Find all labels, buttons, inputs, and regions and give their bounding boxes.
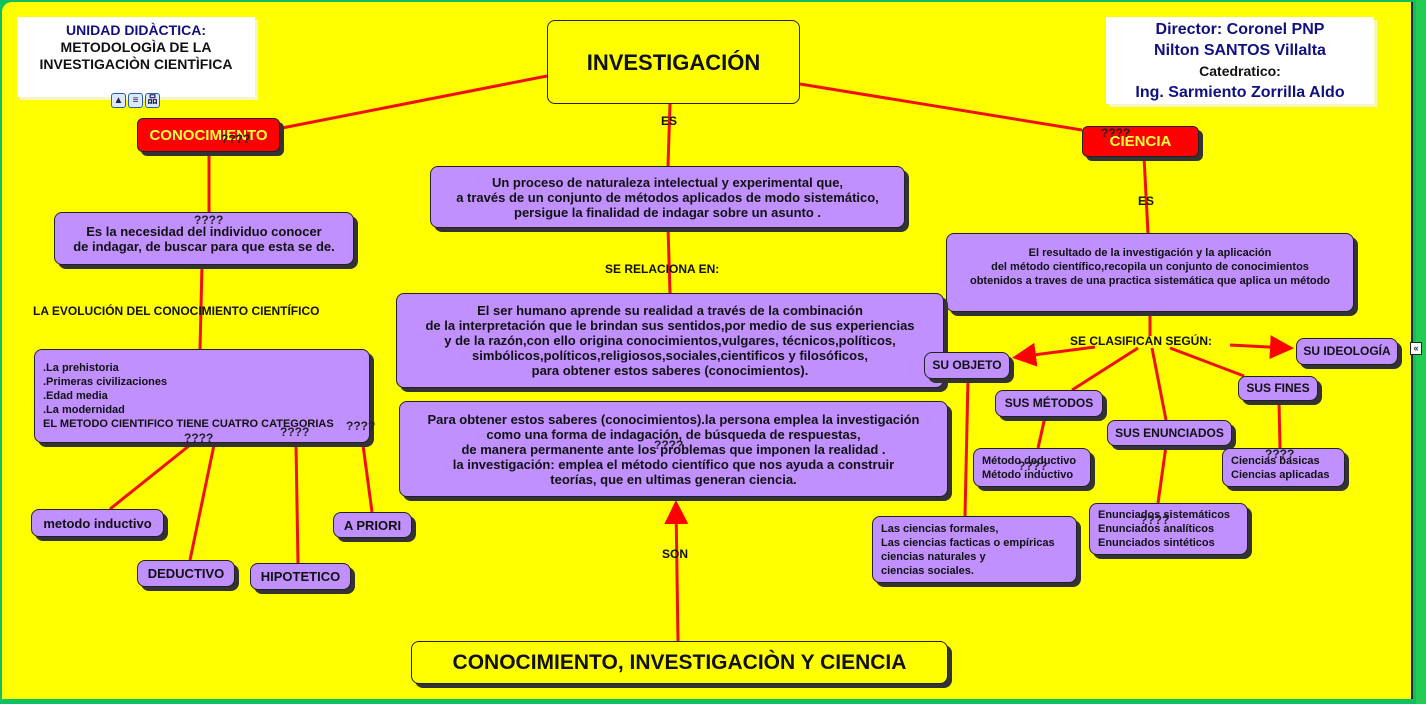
node-ser-humano[interactable]: El ser humano aprende su realidad a trav… xyxy=(396,293,944,388)
node-para-obtener[interactable]: Para obtener estos saberes (conocimiento… xyxy=(399,401,948,497)
unknown-link-marker: ???? xyxy=(654,438,684,452)
link-label-es: ES xyxy=(1138,194,1155,208)
node-metodo-inductivo[interactable]: metodo inductivo xyxy=(31,509,164,537)
node-a-priori[interactable]: A PRIORI xyxy=(333,512,412,538)
node-resultado[interactable]: El resultado de la investigación y la ap… xyxy=(946,233,1354,312)
unknown-link-marker: ???? xyxy=(1101,126,1131,140)
unknown-link-marker: ???? xyxy=(221,132,251,146)
professor-name: Ing. Sarmiento Zorrilla Aldo xyxy=(1135,83,1345,101)
link-label-evolucion: LA EVOLUCIÓN DEL CONOCIMIENTO CIENTÍFICO xyxy=(33,304,320,318)
link xyxy=(1169,346,1245,378)
unknown-link-marker: ???? xyxy=(194,213,224,227)
link xyxy=(281,74,548,130)
link xyxy=(963,378,970,517)
director-name: Nilton SANTOS Villalta xyxy=(1154,41,1326,59)
director-box: Director: Coronel PNP Nilton SANTOS Vill… xyxy=(1106,17,1374,104)
professor-label: Catedratico: xyxy=(1199,62,1281,79)
node-sus-enunciados[interactable]: SUS ENUNCIADOS xyxy=(1107,420,1232,446)
cmap-icon[interactable]: 品 xyxy=(145,93,160,108)
link xyxy=(198,264,204,350)
link xyxy=(666,103,672,167)
link xyxy=(799,82,1083,132)
director-label: Director: Coronel PNP xyxy=(1155,20,1325,38)
link-label-relaciona: SE RELACIONA EN: xyxy=(605,262,720,276)
node-hipotetico[interactable]: HIPOTETICO xyxy=(250,563,351,590)
link xyxy=(361,444,374,513)
node-su-objeto[interactable]: SU OBJETO xyxy=(924,352,1010,379)
node-evolucion[interactable]: .La prehistoria .Primeras civilizaciones… xyxy=(34,349,370,443)
node-metodos-list[interactable]: Método deductivo Método inductivo xyxy=(973,448,1091,487)
document-icon[interactable]: ≡ xyxy=(128,93,143,108)
unknown-link-marker: ???? xyxy=(1018,459,1048,473)
unknown-link-marker: ???? xyxy=(184,431,214,445)
node-fines-list[interactable]: Ciencias basicas Ciencias aplicadas xyxy=(1222,448,1345,487)
link xyxy=(1036,416,1047,449)
link xyxy=(1071,346,1139,392)
unknown-link-marker: ???? xyxy=(1140,513,1170,527)
node-conocimiento[interactable]: CONOCIMIENTO xyxy=(137,118,280,152)
course-line: INVESTIGACIÒN CIENTÌFICA xyxy=(39,56,233,72)
link xyxy=(294,444,300,564)
link xyxy=(1142,156,1150,234)
unknown-link-marker: ???? xyxy=(346,419,376,433)
unit-title-box: UNIDAD DIDÀCTICA: METODOLOGÌA DE LA INVE… xyxy=(17,17,255,97)
node-enunciados-list[interactable]: Enunciados sistemáticos Enunciados analí… xyxy=(1089,503,1248,555)
node-ciencias-list[interactable]: Las ciencias formales, Las ciencias fact… xyxy=(872,516,1077,583)
node-deductivo[interactable]: DEDUCTIVO xyxy=(137,560,235,587)
node-investigacion[interactable]: INVESTIGACIÓN xyxy=(547,20,800,104)
unknown-link-marker: ???? xyxy=(1265,447,1295,461)
node-sus-metodos[interactable]: SUS MÉTODOS xyxy=(995,390,1103,417)
image-icon[interactable]: ▲ xyxy=(111,93,126,108)
link xyxy=(664,500,689,642)
node-necesidad[interactable]: Es la necesidad del individuo conocer de… xyxy=(54,212,354,265)
collapse-icon[interactable]: « xyxy=(1410,342,1422,355)
unit-label: UNIDAD DIDÀCTICA: xyxy=(66,22,206,38)
link-label-es: ES xyxy=(661,114,678,128)
course-line: METODOLOGÌA DE LA xyxy=(60,39,212,55)
link xyxy=(1229,335,1294,360)
link xyxy=(109,443,191,511)
node-su-ideologia[interactable]: SU IDEOLOGÍA xyxy=(1296,338,1398,365)
link xyxy=(188,444,216,561)
node-ciencia[interactable]: CIENCIA xyxy=(1082,126,1199,157)
link xyxy=(1277,400,1282,449)
link xyxy=(1012,342,1096,367)
link xyxy=(1150,347,1168,421)
link xyxy=(1156,445,1168,504)
unknown-link-marker: ???? xyxy=(280,425,310,439)
link-label-clasifican: SE CLASIFICAN SEGÚN: xyxy=(1070,334,1213,348)
link-label-son: SON xyxy=(662,547,689,561)
node-proceso[interactable]: Un proceso de naturaleza intelectual y e… xyxy=(430,166,905,228)
link xyxy=(666,227,672,294)
node-sus-fines[interactable]: SUS FINES xyxy=(1238,376,1318,401)
node-bottom-title[interactable]: CONOCIMIENTO, INVESTIGACIÒN Y CIENCIA xyxy=(411,641,948,684)
